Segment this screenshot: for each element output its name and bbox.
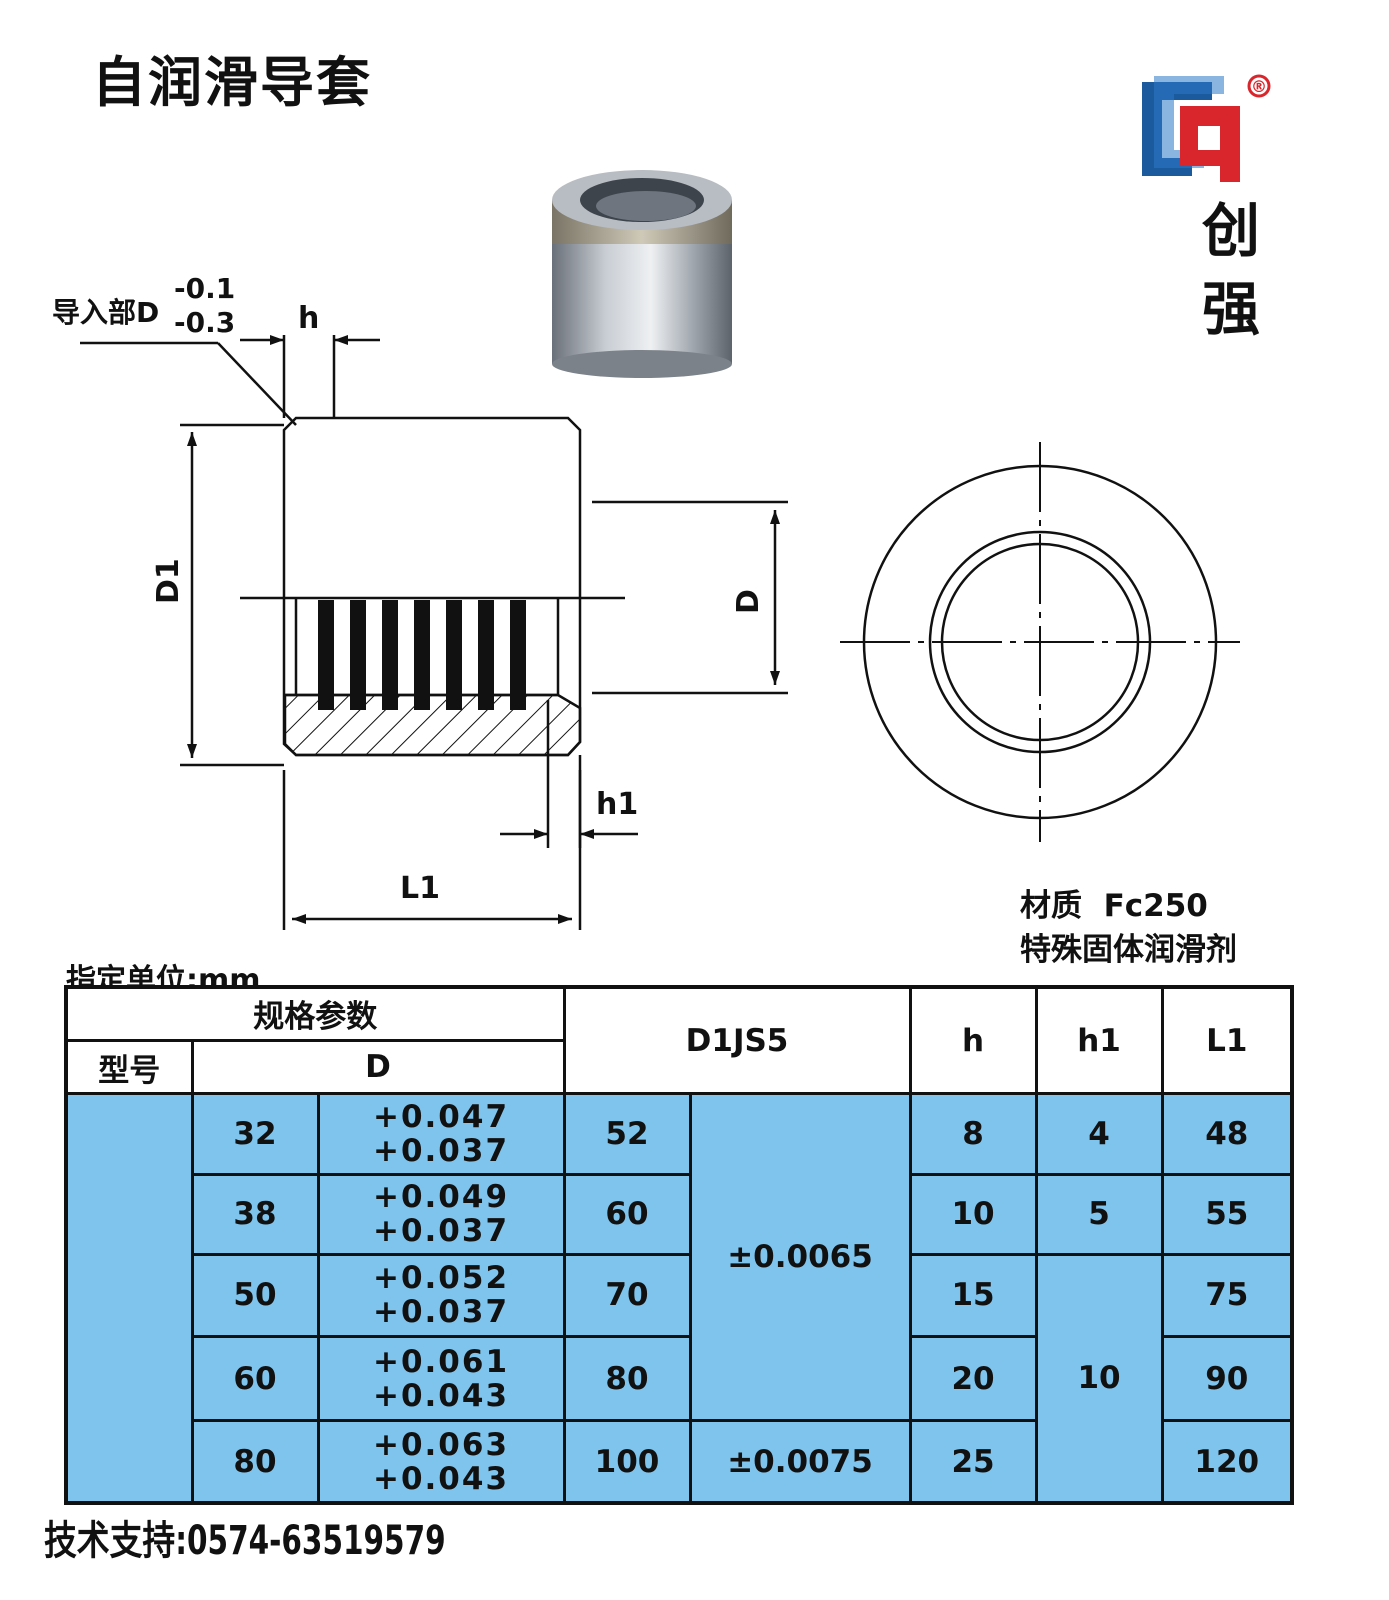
technical-drawing: 导入部D -0.1 -0.3 h D1 D h1 L1 xyxy=(52,170,1240,930)
cell-d1: 60 xyxy=(562,1172,692,1256)
lubricant-plugs xyxy=(318,600,526,710)
dim-d1-label: D1 xyxy=(151,558,186,604)
cell-h: 10 xyxy=(908,1172,1038,1256)
registered-mark: ® xyxy=(1251,77,1267,96)
cell-d1: 52 xyxy=(562,1092,692,1176)
cell-d: 50 xyxy=(190,1252,320,1338)
cell-h1: 10 xyxy=(1034,1252,1164,1505)
cell-d1-tolerance: ±0.0075 xyxy=(688,1419,912,1505)
cell-l1: 90 xyxy=(1160,1334,1294,1423)
table-row: 80 +0.063+0.043 100 ±0.0075 25 120 xyxy=(66,1419,1294,1505)
dimension-arrows xyxy=(187,335,780,924)
cell-l1: 48 xyxy=(1160,1092,1294,1176)
material-note: 材质 Fc250 特殊固体润滑剂 xyxy=(1020,884,1237,972)
cell-h: 8 xyxy=(908,1092,1038,1176)
cell-d1: 100 xyxy=(562,1419,692,1505)
header-model: 型号 xyxy=(64,1038,194,1096)
brand-name: 创 强 xyxy=(1196,192,1266,348)
cell-h1: 4 xyxy=(1034,1092,1164,1176)
material-line1: 材质 Fc250 xyxy=(1020,888,1208,924)
lead-in-tol-lower: -0.3 xyxy=(174,306,235,339)
table-row: 50 +0.052+0.037 70 15 10 75 xyxy=(66,1252,1294,1505)
support-contact: 技术支持:0574-63519579 xyxy=(44,1518,446,1564)
side-view xyxy=(80,335,788,930)
cell-d: 38 xyxy=(190,1172,320,1256)
header-h1: h1 xyxy=(1034,985,1164,1096)
brand-name-line2: 强 xyxy=(1201,275,1260,343)
dim-l1-label: L1 xyxy=(400,871,440,906)
cell-l1: 120 xyxy=(1160,1419,1294,1505)
cell-h1: 5 xyxy=(1034,1172,1164,1256)
dim-h1-label: h1 xyxy=(596,787,638,822)
brand-logo: ® xyxy=(1142,74,1271,182)
dim-d-label: D xyxy=(731,589,766,614)
page-title: 自润滑导套 xyxy=(92,51,372,114)
end-view xyxy=(840,442,1240,842)
spec-table: 规格参数 D1JS5 h h1 L1 型号 D 32 +0.047+0.037 … xyxy=(64,985,1295,1505)
dim-h-label: h xyxy=(298,301,319,336)
header-h: h xyxy=(908,985,1038,1096)
header-l1: L1 xyxy=(1160,985,1294,1096)
bushing-photo xyxy=(552,170,732,378)
header-spec-params: 规格参数 xyxy=(64,985,566,1042)
cell-h: 25 xyxy=(908,1419,1038,1505)
table-row: 32 +0.047+0.037 52 ±0.0065 8 4 48 xyxy=(64,1092,1294,1505)
cell-h: 15 xyxy=(908,1252,1038,1338)
header-d: D xyxy=(190,1038,566,1096)
cell-d-tolerance: +0.049+0.037 xyxy=(316,1172,566,1256)
cell-d: 60 xyxy=(190,1334,320,1423)
material-line2: 特殊固体润滑剂 xyxy=(1020,932,1237,968)
table-row: 60 +0.061+0.043 80 20 90 xyxy=(66,1334,1294,1423)
cell-d-tolerance: +0.061+0.043 xyxy=(316,1334,566,1423)
lead-in-label: 导入部D xyxy=(52,296,159,329)
cell-d: 80 xyxy=(190,1419,320,1505)
cell-l1: 75 xyxy=(1160,1252,1294,1338)
cell-l1: 55 xyxy=(1160,1172,1294,1256)
table-row: 38 +0.049+0.037 60 10 5 55 xyxy=(66,1172,1294,1256)
cell-d1-tolerance: ±0.0065 xyxy=(688,1092,912,1423)
lead-in-tol-upper: -0.1 xyxy=(174,272,235,305)
cell-d-tolerance: +0.063+0.043 xyxy=(316,1419,566,1505)
cell-d1: 70 xyxy=(562,1252,692,1338)
cell-h: 20 xyxy=(908,1334,1038,1423)
cell-d1: 80 xyxy=(562,1334,692,1423)
cell-d-tolerance: +0.052+0.037 xyxy=(316,1252,566,1338)
model-cell xyxy=(64,1092,194,1505)
header-d1js5: D1JS5 xyxy=(562,985,912,1096)
cell-d: 32 xyxy=(190,1092,320,1176)
cell-d-tolerance: +0.047+0.037 xyxy=(316,1092,566,1176)
brand-name-line1: 创 xyxy=(1201,197,1260,265)
